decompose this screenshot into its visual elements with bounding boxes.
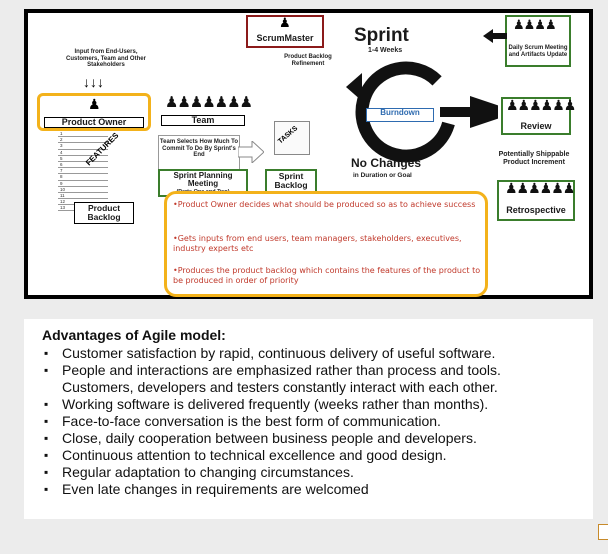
advantages-title: Advantages of Agile model:: [42, 327, 226, 343]
advantage-item: Face-to-face conversation is the best fo…: [42, 413, 575, 430]
advantage-item: Customer satisfaction by rapid, continuo…: [42, 345, 575, 362]
advantage-item: Close, daily cooperation between busines…: [42, 430, 575, 447]
team-selects-arrow: [238, 141, 264, 163]
no-changes-sub: in Duration or Goal: [353, 172, 412, 179]
advantages-panel: Advantages of Agile model: Customer sati…: [24, 319, 593, 519]
backlog-row: 8: [58, 174, 108, 181]
agile-scrum-diagram: Input from End-Users, Customers, Team an…: [24, 9, 593, 299]
sprint-duration: 1-4 Weeks: [368, 47, 403, 54]
advantage-item: Working software is delivered frequently…: [42, 396, 575, 413]
backlog-row: 9: [58, 181, 108, 187]
sprint-cycle-arrowhead: [346, 73, 362, 101]
daily-scrum-people-icon: ♟♟♟♟: [513, 17, 557, 32]
scrum-master-box: ♟ ScrumMaster: [246, 15, 324, 48]
product-backlog-box: Product Backlog: [74, 202, 134, 224]
sprint-backlog-label: Sprint Backlog: [274, 171, 308, 190]
sprint-cycle-graphic: [346, 61, 498, 163]
backlog-row: 7: [58, 168, 108, 175]
product-owner-label: Product Owner: [44, 117, 144, 129]
shippable-label: Potentially Shippable Product Increment: [498, 151, 570, 166]
retrospective-box: ♟♟♟♟♟♟ Retrospective: [497, 180, 575, 221]
product-owner-notes: •Product Owner decides what should be pr…: [164, 191, 488, 297]
review-label: Review: [520, 121, 552, 131]
backlog-row: 11: [58, 193, 108, 200]
tasks-stack: TASKS: [274, 121, 310, 155]
team-box: ♟♟♟♟♟♟♟ Team: [161, 94, 253, 128]
stakeholder-input-text: Input from End-Users, Customers, Team an…: [66, 49, 146, 69]
product-backlog-label: Product Backlog: [87, 203, 121, 222]
sprint-planning-label: Sprint Planning Meeting: [173, 171, 233, 189]
advantage-item: Even late changes in requirements are we…: [42, 481, 575, 498]
input-arrows: ↓↓↓: [83, 74, 104, 90]
team-people-icon: ♟♟♟♟♟♟♟: [165, 94, 253, 111]
backlog-row: 2: [58, 137, 108, 144]
tasks-label: TASKS: [277, 125, 300, 146]
retrospective-label: Retrospective: [506, 205, 566, 215]
backlog-row: 4: [58, 150, 108, 156]
backlog-row: 1: [58, 131, 108, 138]
note-1: •Product Owner decides what should be pr…: [173, 200, 476, 209]
team-selects-label: Team Selects How Much To Commit To Do By…: [159, 139, 239, 159]
corner-widget-icon[interactable]: [598, 524, 608, 540]
review-box: ♟♟♟♟♟♟ Review: [501, 97, 576, 135]
advantage-item: People and interactions are emphasized r…: [42, 362, 575, 396]
backlog-row: 3: [58, 143, 108, 150]
sprint-backlog-box: Sprint Backlog: [265, 169, 317, 193]
advantage-item: Regular adaptation to changing circumsta…: [42, 464, 575, 481]
note-2: •Gets inputs from end users, team manage…: [173, 234, 462, 253]
daily-scrum-label: Daily Scrum Meeting and Artifacts Update: [508, 45, 568, 58]
backlog-row: 6: [58, 162, 108, 169]
advantage-item: Continuous attention to technical excell…: [42, 447, 575, 464]
product-owner-box: ♟ Product Owner: [37, 93, 151, 131]
team-label: Team: [161, 115, 245, 127]
sprint-cycle-ring: [355, 61, 457, 163]
advantages-list: Customer satisfaction by rapid, continuo…: [42, 345, 575, 498]
team-selects-box: Team Selects How Much To Commit To Do By…: [158, 135, 240, 171]
daily-scrum-arrow: [483, 29, 507, 43]
sprint-title: Sprint: [354, 25, 409, 46]
no-changes-label: No Changes: [351, 156, 422, 170]
burndown-label: Burndown: [380, 108, 420, 117]
review-people-icon: ♟♟♟♟♟♟: [506, 97, 576, 113]
burndown-box: Burndown: [366, 108, 434, 122]
backlog-row: 10: [58, 187, 108, 193]
scrum-master-person-icon: ♟: [279, 15, 291, 30]
scrum-master-label: ScrumMaster: [256, 33, 314, 43]
person-icon: ♟: [88, 96, 101, 112]
retrospective-people-icon: ♟♟♟♟♟♟: [505, 180, 575, 196]
product-backlog-refinement: Product Backlog Refinement: [284, 54, 332, 67]
note-3: •Produces the product backlog which cont…: [173, 266, 481, 285]
daily-scrum-box: ♟♟♟♟ Daily Scrum Meeting and Artifacts U…: [505, 15, 571, 67]
backlog-row: 5: [58, 156, 108, 162]
